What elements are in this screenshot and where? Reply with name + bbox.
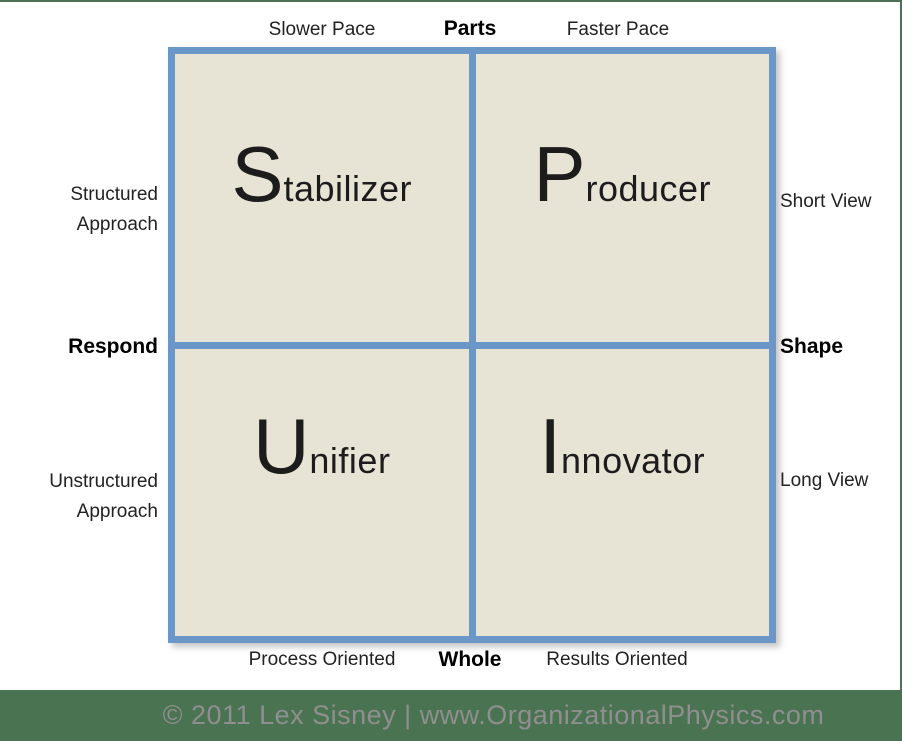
axis-label-structured-line2: Approach: [76, 214, 158, 235]
axis-label-faster-pace: Faster Pace: [566, 19, 670, 40]
page-right-border: [900, 0, 902, 741]
axis-label-unstructured-line1: Unstructured: [49, 471, 158, 492]
axis-label-structured-line1: Structured: [70, 184, 158, 205]
axis-label-short-view: Short View: [780, 191, 872, 212]
axis-label-parts: Parts: [443, 17, 497, 40]
axis-label-respond: Respond: [68, 335, 158, 358]
axis-label-unstructured-line2: Approach: [76, 501, 158, 522]
axis-label-process-oriented: Process Oriented: [248, 649, 396, 670]
quadrant-producer-initial: P: [533, 130, 586, 218]
quadrant-unifier-initial: U: [253, 401, 310, 490]
footer-copyright-text: © 2011 Lex Sisney | www.OrganizationalPh…: [162, 700, 825, 730]
quadrant-innovator-initial: I: [539, 401, 562, 490]
page-top-border: [0, 0, 902, 2]
axis-label-long-view: Long View: [780, 470, 869, 491]
axis-label-slower-pace: Slower Pace: [268, 19, 376, 40]
quadrant-innovator-rest: nnovator: [561, 439, 706, 481]
axis-label-whole: Whole: [438, 648, 502, 671]
axis-label-structured-approach: Structured Approach: [0, 180, 158, 240]
axis-label-shape: Shape: [780, 335, 844, 358]
quadrant-stabilizer-initial: S: [231, 130, 284, 218]
axis-label-unstructured-approach: Unstructured Approach: [0, 467, 158, 527]
quadrant-stabilizer-rest: tabilizer: [283, 168, 413, 209]
footer-band: © 2011 Lex Sisney | www.OrganizationalPh…: [0, 690, 902, 741]
quadrant-producer-rest: roducer: [585, 168, 712, 209]
quadrant-unifier-rest: nifier: [309, 439, 391, 481]
axis-label-results-oriented: Results Oriented: [546, 649, 688, 670]
